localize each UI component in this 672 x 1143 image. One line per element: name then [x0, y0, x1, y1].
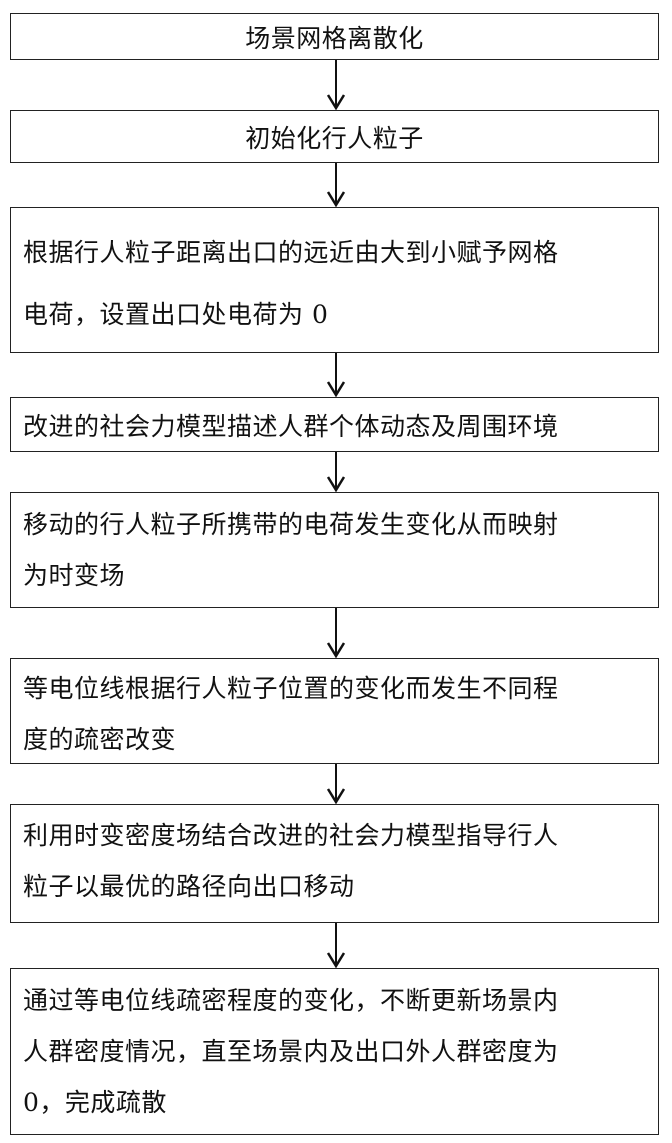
step-8-line-3: 0，完成疏散 [23, 1088, 167, 1117]
arrow-down-icon [323, 608, 349, 658]
arrow-down-icon [323, 764, 349, 804]
step-3-line-1: 根据行人粒子距离出口的远近由大到小赋予网格 [23, 238, 559, 267]
step-2-text: 初始化行人粒子 [245, 123, 424, 153]
step-3-line-2: 电荷，设置出口处电荷为 0 [23, 300, 329, 329]
step-8-box: 通过等电位线疏密程度的变化，不断更新场景内 人群密度情况，直至场景内及出口外人群… [10, 968, 659, 1135]
step-5-line-2: 为时变场 [23, 561, 126, 590]
step-2-box: 初始化行人粒子 [10, 110, 659, 163]
step-5-box: 移动的行人粒子所携带的电荷发生变化从而映射 为时变场 [10, 492, 659, 608]
arrow-down-icon [323, 353, 349, 397]
step-6-line-1: 等电位线根据行人粒子位置的变化而发生不同程 [23, 674, 559, 703]
step-3-box: 根据行人粒子距离出口的远近由大到小赋予网格 电荷，设置出口处电荷为 0 [10, 207, 659, 353]
step-4-box: 改进的社会力模型描述人群个体动态及周围环境 [10, 397, 659, 452]
step-7-line-1: 利用时变密度场结合改进的社会力模型指导行人 [23, 821, 559, 850]
step-7-box: 利用时变密度场结合改进的社会力模型指导行人 粒子以最优的路径向出口移动 [10, 804, 659, 923]
arrow-down-icon [323, 923, 349, 968]
step-6-line-2: 度的疏密改变 [23, 725, 177, 754]
step-1-text: 场景网格离散化 [245, 23, 424, 53]
step-8-line-2: 人群密度情况，直至场景内及出口外人群密度为 [23, 1037, 559, 1066]
arrow-down-icon [323, 60, 349, 110]
arrow-down-icon [323, 163, 349, 207]
step-6-box: 等电位线根据行人粒子位置的变化而发生不同程 度的疏密改变 [10, 658, 659, 764]
step-7-line-2: 粒子以最优的路径向出口移动 [23, 872, 355, 901]
arrow-down-icon [323, 452, 349, 492]
step-1-box: 场景网格离散化 [10, 13, 659, 60]
step-4-text: 改进的社会力模型描述人群个体动态及周围环境 [23, 411, 559, 441]
step-8-line-1: 通过等电位线疏密程度的变化，不断更新场景内 [23, 986, 559, 1015]
step-5-line-1: 移动的行人粒子所携带的电荷发生变化从而映射 [23, 510, 559, 539]
